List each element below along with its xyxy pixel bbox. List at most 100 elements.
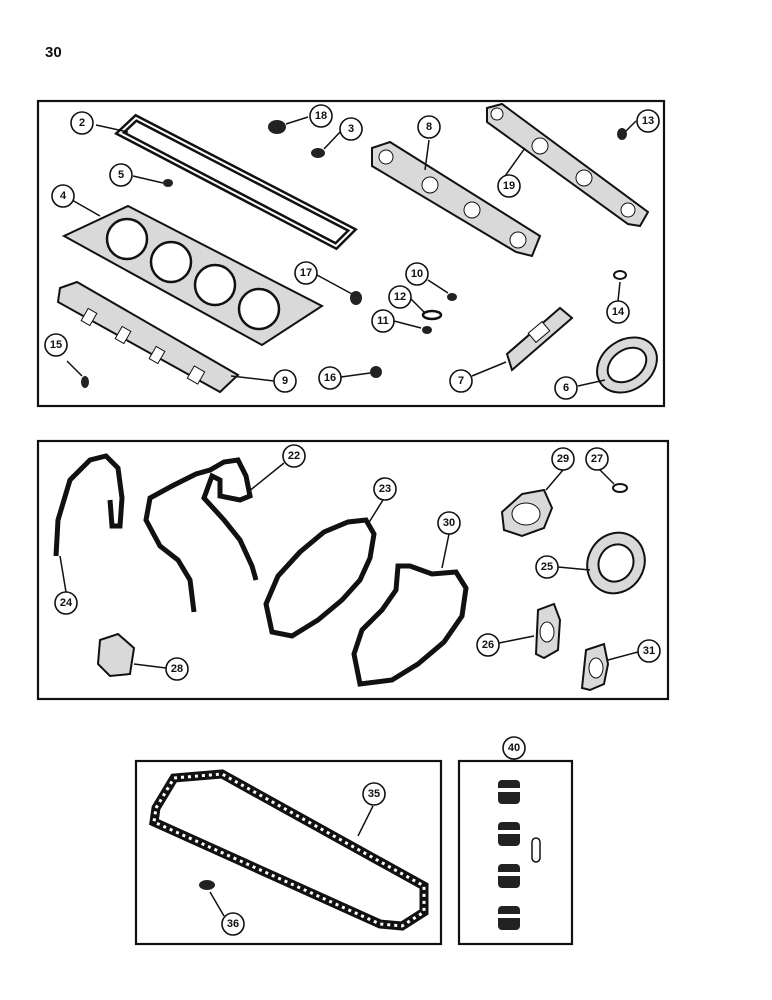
oil-pan-gasket-35	[149, 769, 429, 931]
gasket-28	[96, 632, 136, 678]
washer-12	[421, 309, 443, 321]
valve-stem-seals-40	[498, 780, 541, 930]
callout-11: 11	[371, 309, 395, 333]
washer-5	[163, 179, 173, 187]
callout-8: 8	[417, 115, 441, 139]
leader-36	[209, 891, 225, 917]
callout-23: 23	[373, 477, 397, 501]
svg-text:23: 23	[379, 483, 391, 495]
svg-text:28: 28	[171, 663, 183, 675]
o-ring-14	[613, 270, 627, 280]
callout-2: 2	[70, 111, 94, 135]
callout-10: 10	[405, 262, 429, 286]
panel-middle	[36, 439, 670, 701]
gasket-6	[596, 336, 658, 394]
callout-30: 30	[437, 511, 461, 535]
svg-text:17: 17	[300, 267, 312, 279]
svg-text:2: 2	[79, 117, 85, 129]
callout-29: 29	[551, 447, 575, 471]
washer-10	[447, 293, 457, 301]
o-ring-27	[612, 483, 628, 493]
callout-19: 19	[497, 174, 521, 198]
leader-lines-top	[66, 116, 637, 387]
svg-text:10: 10	[411, 268, 423, 280]
callout-17: 17	[294, 261, 318, 285]
seal-3	[311, 148, 325, 158]
svg-text:36: 36	[227, 918, 239, 930]
svg-text:40: 40	[508, 742, 520, 754]
callout-28: 28	[165, 657, 189, 681]
svg-text:29: 29	[557, 453, 569, 465]
callout-24: 24	[54, 591, 78, 615]
svg-text:22: 22	[288, 450, 300, 462]
seal-36	[199, 880, 215, 890]
gasket-31	[580, 642, 610, 692]
leader-lines-middle	[59, 462, 639, 669]
svg-text:14: 14	[612, 306, 625, 318]
callout-9: 9	[273, 369, 297, 393]
callout-14: 14	[606, 300, 630, 324]
svg-text:26: 26	[482, 639, 494, 651]
gasket-25	[586, 531, 646, 595]
callout-36: 36	[221, 912, 245, 936]
callout-27: 27	[585, 447, 609, 471]
svg-text:25: 25	[541, 561, 553, 573]
callout-3: 3	[339, 117, 363, 141]
callout-6: 6	[554, 376, 578, 400]
callout-4: 4	[51, 184, 75, 208]
svg-text:8: 8	[426, 121, 432, 133]
callout-40: 40	[502, 736, 526, 760]
callout-7: 7	[449, 369, 473, 393]
callout-13: 13	[636, 109, 660, 133]
seal-18	[268, 120, 286, 134]
svg-text:9: 9	[282, 375, 288, 387]
gasket-26	[534, 602, 562, 660]
svg-text:12: 12	[394, 291, 406, 303]
seal-13	[617, 128, 627, 140]
svg-text:30: 30	[443, 517, 455, 529]
svg-text:4: 4	[60, 190, 67, 202]
svg-text:6: 6	[563, 382, 569, 394]
svg-text:27: 27	[591, 453, 603, 465]
svg-text:15: 15	[50, 339, 62, 351]
panel-valve-seals	[457, 759, 574, 946]
leader-35	[357, 805, 374, 837]
callout-15: 15	[44, 333, 68, 357]
panel-top	[36, 99, 666, 408]
washer-11	[422, 326, 432, 334]
callout-18: 18	[309, 104, 333, 128]
svg-text:18: 18	[315, 110, 327, 122]
manifold-gasket-19	[486, 102, 650, 228]
svg-text:3: 3	[348, 123, 354, 135]
timing-cover-gasket-24	[53, 453, 125, 557]
callout-26: 26	[476, 633, 500, 657]
rocker-cover-gasket	[114, 113, 358, 251]
callout-22: 22	[282, 444, 306, 468]
seal-16	[370, 366, 382, 378]
water-pump-gasket-23	[263, 517, 377, 639]
callout-31: 31	[637, 639, 661, 663]
callout-5: 5	[109, 163, 133, 187]
seal-17	[350, 291, 362, 305]
callout-25: 25	[535, 555, 559, 579]
svg-text:19: 19	[503, 180, 515, 192]
manifold-gasket-8	[371, 140, 542, 258]
svg-text:13: 13	[642, 115, 654, 127]
svg-text:7: 7	[458, 375, 464, 387]
front-plate-gasket-22	[143, 457, 259, 613]
callout-16: 16	[318, 366, 342, 390]
housing-gasket-30	[351, 563, 469, 687]
callout-12: 12	[388, 285, 412, 309]
callout-35: 35	[362, 782, 386, 806]
svg-text:5: 5	[118, 169, 124, 181]
panel-oil-pan	[134, 759, 443, 946]
cylinder-head-gasket	[61, 204, 324, 347]
seal-15	[81, 376, 89, 388]
svg-text:24: 24	[60, 597, 73, 609]
svg-text:35: 35	[368, 788, 380, 800]
svg-text:11: 11	[377, 315, 389, 327]
gasket-7	[505, 306, 574, 372]
svg-text:16: 16	[324, 372, 336, 384]
gasket-29	[500, 488, 554, 538]
